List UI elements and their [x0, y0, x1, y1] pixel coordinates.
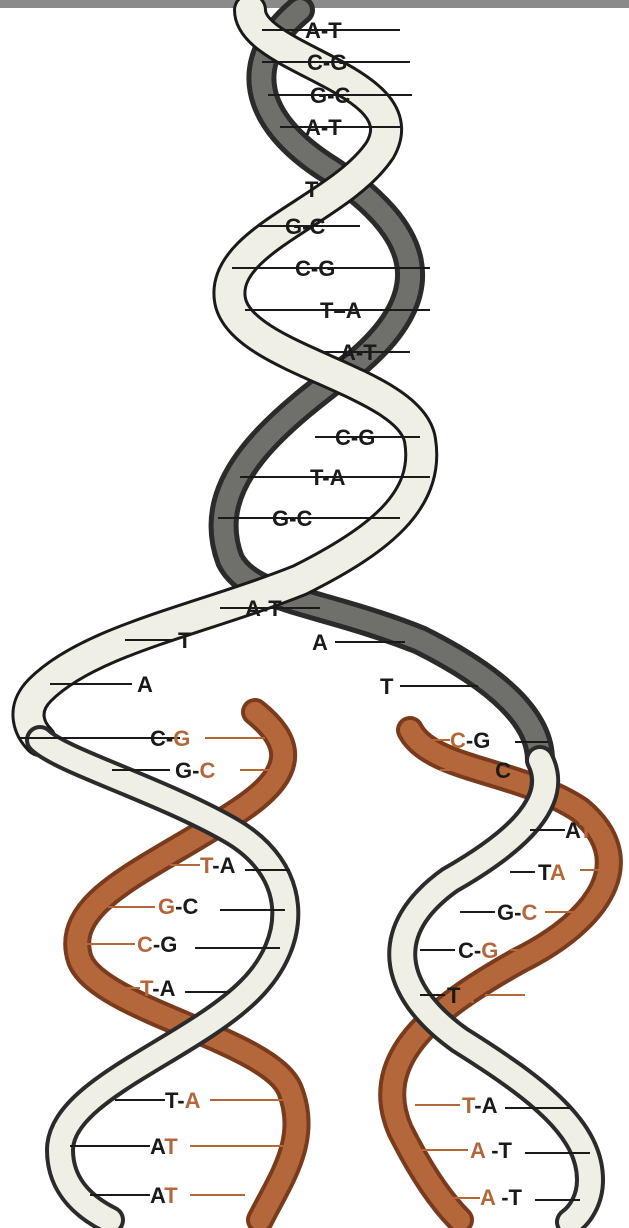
parent-pair-8-label: T–A [320, 298, 362, 323]
left-pair-7-label: T-A [165, 1088, 201, 1113]
right-pair-2-label: GC [478, 758, 511, 783]
parent-pair-6-label: G-C [285, 214, 325, 239]
parent-pair-7-label: C-G [295, 256, 335, 281]
parent-pair-2-label: C-G [307, 50, 347, 75]
parent-pair-5-label: T [305, 177, 319, 202]
right-daughter-helix [378, 716, 623, 1228]
left-pair-4-label: G-C [158, 894, 198, 919]
right-pair-1-label: C-G [450, 728, 490, 753]
left-pair-9-label: AT [150, 1183, 178, 1208]
right-daughter-rungs [410, 739, 600, 1201]
right-pair-6-label: C-G [458, 938, 498, 963]
right-pair-3-label: AT [565, 818, 593, 843]
top-bar [0, 0, 629, 8]
left-pair-1-label: C-G [150, 726, 190, 751]
left-pair-6-label: T-A [140, 976, 176, 1001]
right-pair-4-label: TA [538, 860, 566, 885]
fork-left-t-label: T [178, 628, 192, 653]
fork-right-a-label: A [312, 630, 328, 655]
right-pair-5-label: G-C [497, 900, 537, 925]
parent-rungs [50, 29, 478, 687]
right-pair-9-label: A -T [470, 1138, 513, 1163]
parent-pair-4-label: A-T [305, 115, 342, 140]
left-pair-8-label: AT [150, 1134, 178, 1159]
parent-strand-back [208, 0, 555, 775]
parent-pair-11-label: T-A [310, 465, 346, 490]
parent-pair-9-label: A-T [340, 340, 377, 365]
parent-helix [11, 0, 555, 775]
fork-left-a-label: A [137, 672, 153, 697]
left-daughter-labels: C-G G-C T-A G-C C-G T-A T-A AT AT [137, 726, 236, 1208]
parent-labels: A-T C-G G-C A-T T G-C C-G T–A A-T C-G T-… [137, 18, 394, 699]
fork-right-t-label: T [380, 674, 394, 699]
parent-pair-12-label: G-C [272, 506, 312, 531]
parent-pair-10-label: C-G [335, 425, 375, 450]
left-daughter-rungs [18, 737, 290, 1196]
left-pair-5-label: C-G [137, 932, 177, 957]
right-daughter-labels: C-G GC AT TA G-C C-G TA T-A A -T A -T [447, 728, 593, 1210]
right-pair-8-label: T-A [462, 1093, 498, 1118]
right-pair-7-label: TA [447, 983, 475, 1008]
right-pair-10-label: A -T [480, 1185, 523, 1210]
left-daughter-helix [25, 698, 311, 1228]
parent-pair-13-label: A-T [245, 596, 282, 621]
parent-pair-1-label: A-T [305, 18, 342, 43]
left-pair-2-label: G-C [175, 758, 215, 783]
parent-pair-3-label: G-C [310, 83, 350, 108]
left-pair-3-label: T-A [200, 853, 236, 878]
